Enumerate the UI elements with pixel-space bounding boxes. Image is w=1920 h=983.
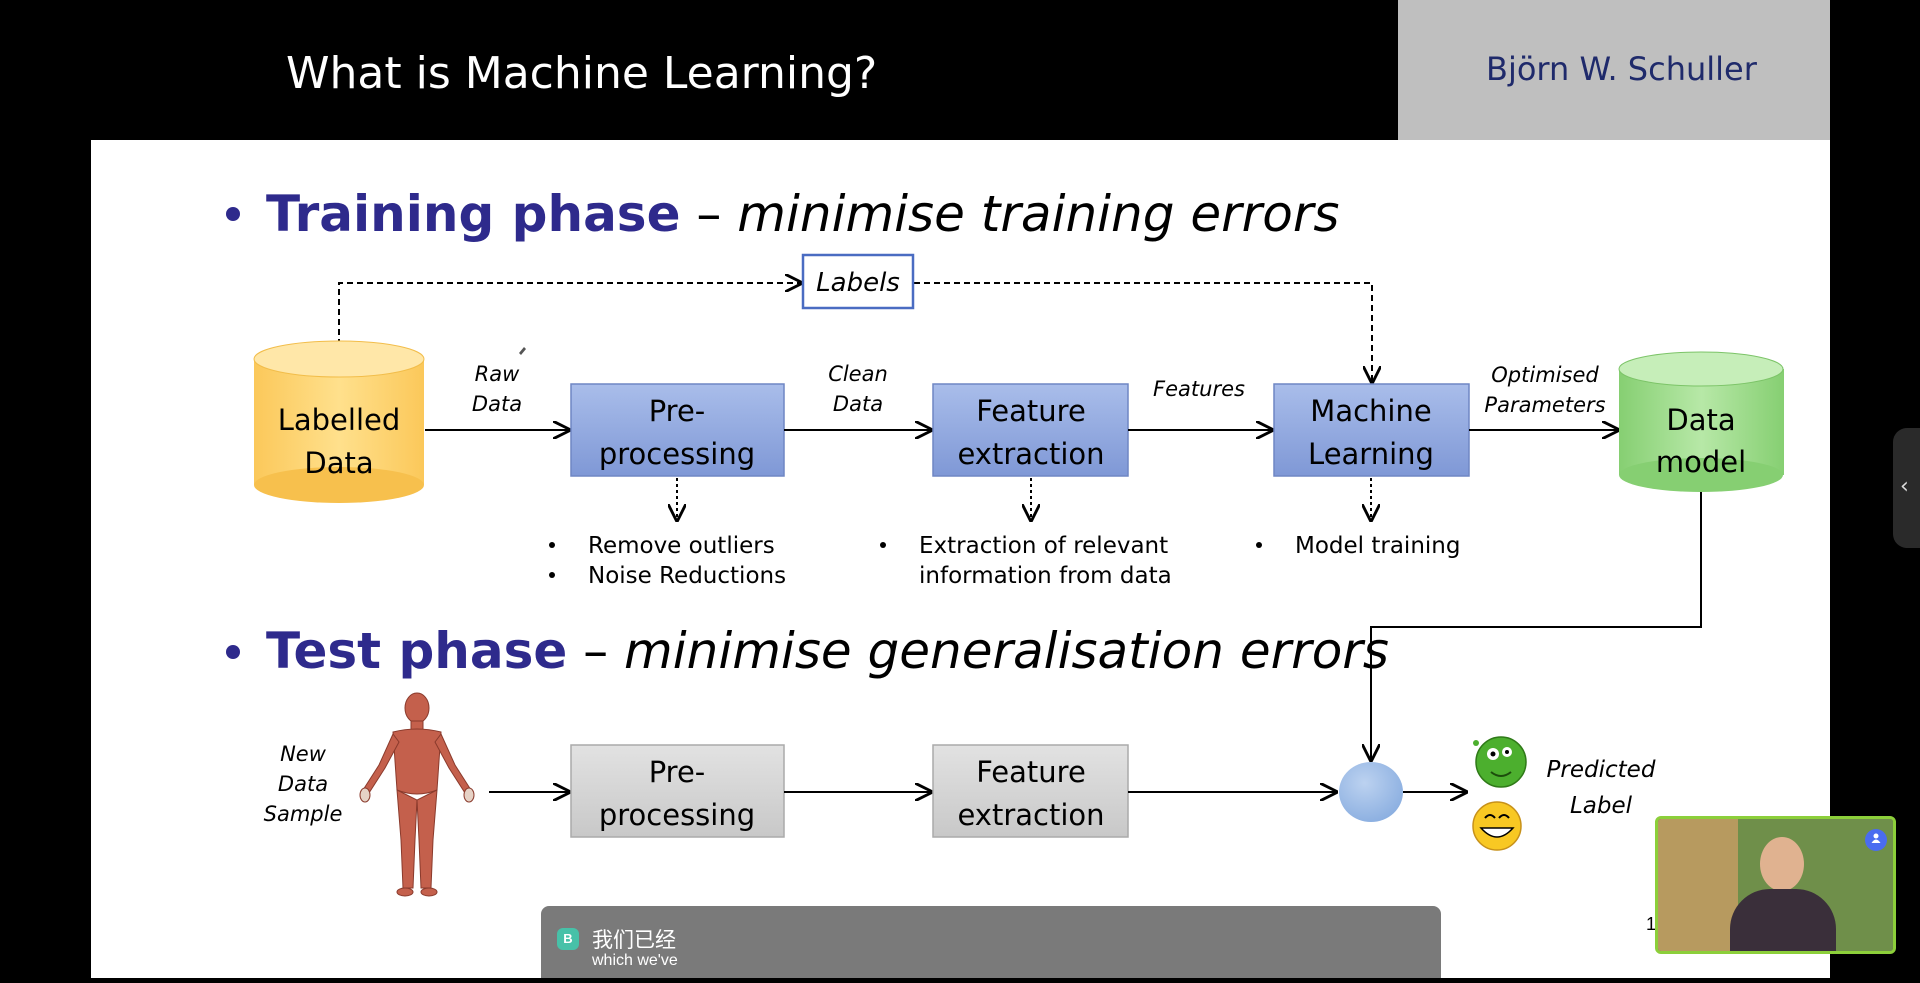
chevron-left-icon: ‹ [1900, 474, 1909, 499]
test-preprocessing-line1: Pre- [649, 755, 706, 789]
preprocessing-box [570, 383, 785, 477]
laughing-face-icon [1472, 801, 1522, 851]
test-heading-bold: Test phase [266, 622, 567, 680]
training-heading-bold: Training phase [266, 185, 680, 243]
optimised-label-2: Parameters [1484, 393, 1605, 417]
caption-english: which we've [592, 952, 678, 969]
sick-face-icon [1473, 736, 1527, 788]
optimised-label-1: Optimised [1491, 363, 1599, 387]
model-to-test-connector [1371, 492, 1702, 760]
caption-chinese: 我们已经 [592, 928, 676, 952]
note-bullet [549, 572, 555, 578]
raw-data-label-2: Data [472, 392, 522, 416]
video-background-blinds [1658, 819, 1738, 951]
note-extraction-2: information from data [919, 563, 1172, 589]
labels-box [801, 253, 915, 310]
user-icon[interactable] [1865, 829, 1887, 851]
training-bullet [226, 207, 240, 221]
new-sample-label-1: New [280, 742, 327, 766]
note-extraction-1: Extraction of relevant [919, 533, 1168, 559]
data-model-database [1618, 351, 1784, 492]
machine-learning-line1: Machine [1310, 394, 1431, 428]
preprocessing-line2: processing [599, 437, 755, 471]
test-bullet [226, 645, 240, 659]
test-preprocessing-line2: processing [599, 798, 755, 832]
labels-dashed-arrow-out [914, 282, 1372, 382]
machine-learning-box [1273, 383, 1470, 477]
classifier-node [1339, 762, 1403, 822]
speaker-body [1730, 889, 1836, 951]
data-model-line1: Data [1666, 403, 1735, 437]
author-name: Björn W. Schuller [1486, 50, 1757, 88]
test-feature-box [932, 744, 1129, 838]
note-bullet [549, 542, 555, 548]
note-remove-outliers: Remove outliers [588, 533, 775, 559]
training-heading-dash: – [680, 185, 737, 243]
caption-badge: B [557, 928, 579, 950]
clean-data-label-1: Clean [828, 362, 888, 386]
predicted-label-1: Predicted [1547, 757, 1656, 783]
machine-learning-line2: Learning [1308, 437, 1434, 471]
feature-extraction-line2: extraction [957, 437, 1104, 471]
test-heading-italic: minimise generalisation errors [624, 622, 1389, 680]
note-bullet [1256, 542, 1262, 548]
slide-content: Training phase – minimise training error… [91, 140, 1830, 978]
live-caption-bar: B 我们已经 which we've [541, 906, 1441, 978]
human-anatomy-figure [359, 692, 475, 897]
ml-pipeline-diagram: Training phase – minimise training error… [226, 185, 1784, 897]
slide-title: What is Machine Learning? [286, 48, 878, 99]
test-heading: Test phase – minimise generalisation err… [266, 622, 1389, 680]
new-sample-label-2: Data [278, 772, 328, 796]
test-heading-dash: – [567, 622, 624, 680]
test-feature-line2: extraction [957, 798, 1104, 832]
labels-dashed-arrow-in [338, 283, 801, 355]
page-number: 1 [1646, 914, 1657, 934]
clean-data-label-2: Data [833, 392, 883, 416]
note-noise-reductions: Noise Reductions [588, 563, 786, 589]
labelled-data-line2: Data [304, 446, 373, 480]
predicted-label-2: Label [1570, 793, 1633, 819]
note-bullet [880, 542, 886, 548]
pen-cursor-icon [519, 347, 526, 355]
labels-box-text: Labels [816, 268, 900, 298]
data-model-line2: model [1656, 445, 1746, 479]
note-model-training: Model training [1295, 533, 1460, 559]
new-sample-label-3: Sample [264, 802, 343, 826]
features-label: Features [1153, 377, 1245, 401]
training-heading: Training phase – minimise training error… [266, 185, 1339, 243]
speaker-video-thumbnail[interactable] [1655, 816, 1896, 954]
raw-data-label-1: Raw [475, 362, 520, 386]
slide-title-bar: What is Machine Learning? [0, 0, 1398, 140]
training-heading-italic: minimise training errors [737, 185, 1339, 243]
labelled-data-database [253, 340, 425, 503]
test-feature-line1: Feature [976, 755, 1086, 789]
preprocessing-line1: Pre- [649, 394, 706, 428]
speaker-head [1760, 837, 1804, 891]
labelled-data-line1: Labelled [278, 403, 401, 437]
author-box: Björn W. Schuller [1398, 0, 1830, 140]
feature-extraction-line1: Feature [976, 394, 1086, 428]
sidebar-toggle[interactable]: ‹ [1893, 428, 1920, 548]
